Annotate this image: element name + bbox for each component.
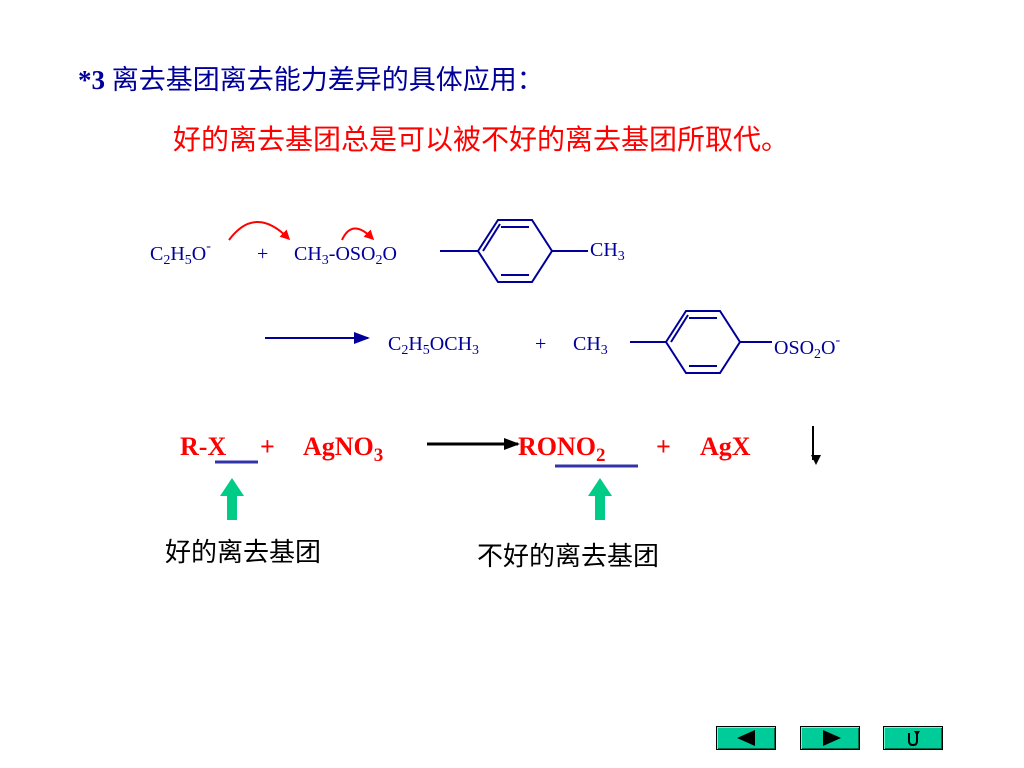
tosylate-methyl-formula: CH3 xyxy=(573,333,608,358)
plus-sign-2: + xyxy=(535,333,546,355)
triangle-left-icon xyxy=(737,730,755,746)
ether-product-formula: C2H5OCH3 xyxy=(388,333,479,358)
silver-halide-formula: AgX xyxy=(700,432,751,461)
silver-nitrate-formula: AgNO3 xyxy=(303,432,383,466)
ring-methyl-formula: CH3 xyxy=(590,239,625,264)
up-arrow-good xyxy=(220,478,244,520)
plus-sign-4: + xyxy=(656,432,671,461)
slide-heading: *3 离去基团离去能力差异的具体应用： xyxy=(78,58,544,97)
triangle-right-icon xyxy=(823,730,841,746)
plus-sign-3: + xyxy=(260,432,275,461)
curved-arrow-1 xyxy=(228,221,291,241)
leaving-group-x: X xyxy=(207,432,226,461)
heading-text: 离去基团离去能力差异的具体应用： xyxy=(111,65,544,95)
return-icon xyxy=(908,731,920,747)
next-slide-button[interactable] xyxy=(800,726,860,750)
rx-reactant: R-X xyxy=(180,432,226,461)
heading-number: *3 xyxy=(78,65,105,95)
nitrate-ester-formula: RONO2 xyxy=(518,432,606,466)
benzene-ring-2 xyxy=(630,310,772,374)
benzene-ring-1 xyxy=(440,219,588,283)
label-bad-leaving-group: 不好的离去基团 xyxy=(477,542,660,571)
ethoxide-formula: C2H5O- xyxy=(150,239,211,268)
methyl-tosylate-formula: CH3-OSO2O xyxy=(294,243,397,268)
prev-slide-button[interactable] xyxy=(716,726,776,750)
return-button[interactable] xyxy=(883,726,943,750)
slide-subtitle: 好的离去基团总是可以被不好的离去基团所取代。 xyxy=(173,125,790,156)
tosylate-anion-formula: OSO2O- xyxy=(774,333,840,362)
label-good-leaving-group: 好的离去基团 xyxy=(165,538,322,567)
curved-arrow-2 xyxy=(341,227,375,241)
plus-sign-1: + xyxy=(257,243,268,265)
up-arrow-bad xyxy=(588,478,612,520)
